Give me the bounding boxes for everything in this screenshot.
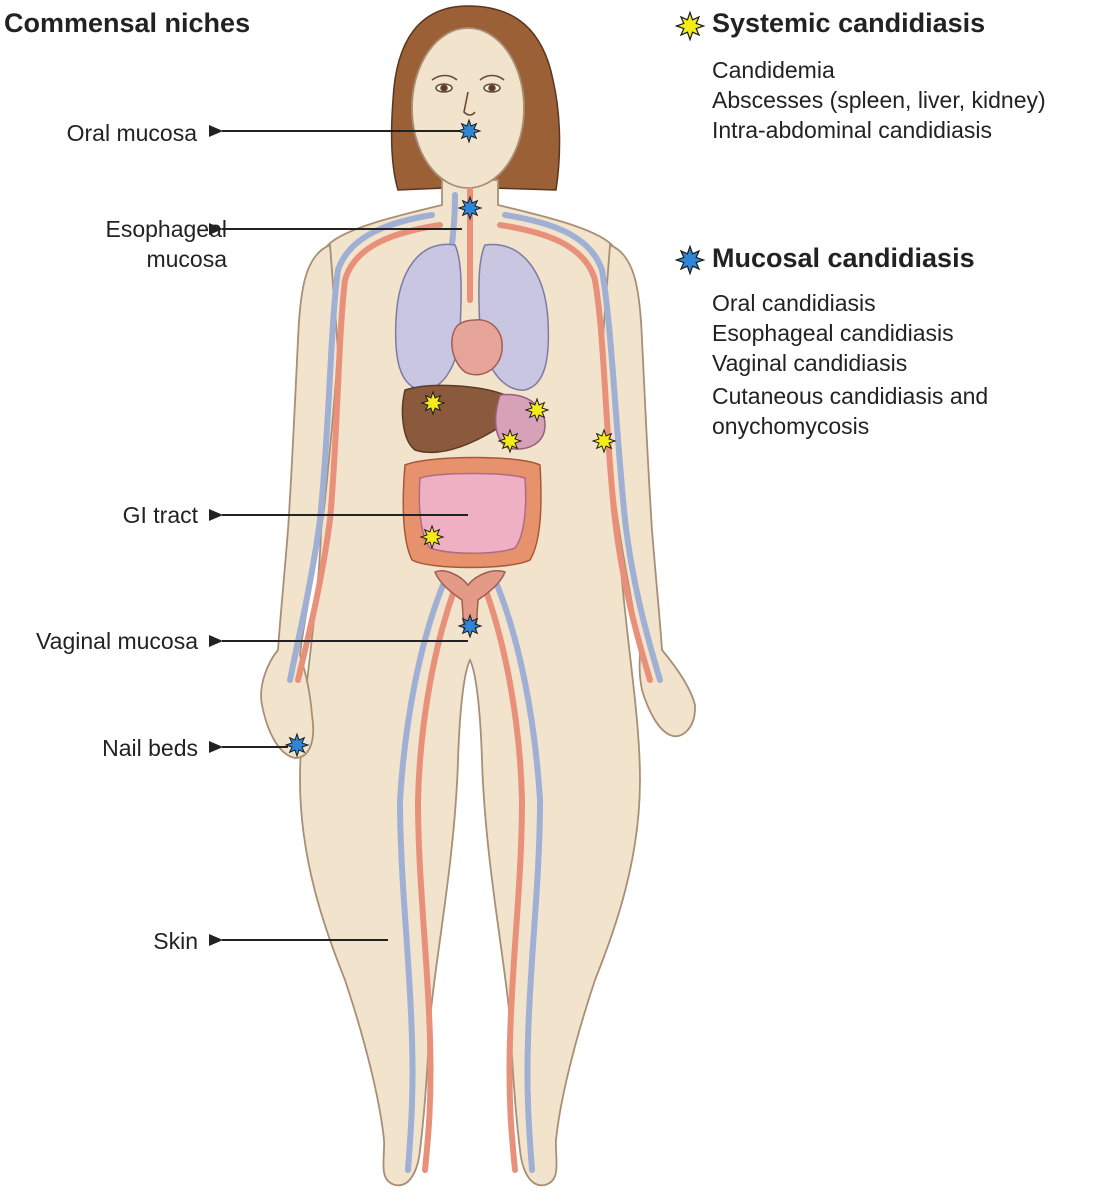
blue-star-icon: [457, 119, 481, 143]
legend-item: Vaginal candidiasis: [712, 350, 908, 376]
heart: [451, 319, 503, 376]
uterus: [434, 570, 506, 631]
organs: [394, 243, 550, 631]
legend-item: Abscesses (spleen, liver, kidney): [712, 87, 1046, 113]
legend-item: Cutaneous candidiasis and: [712, 383, 989, 409]
blue-star-icon: [458, 196, 482, 220]
yellow-star-icon: [420, 525, 444, 549]
legend-item: Esophageal candidiasis: [712, 320, 954, 346]
yellow-star-icon: [592, 429, 616, 453]
page-title: Commensal niches: [4, 8, 251, 38]
niche-label-vaginal-mucosa: Vaginal mucosa: [36, 628, 198, 654]
niche-label-esophageal-mucosa: Esophageal mucosa: [105, 216, 228, 272]
body-silhouette: [260, 27, 696, 1187]
niche-label-oral-mucosa: Oral mucosa: [66, 120, 197, 146]
yellow-star-icon: [675, 11, 705, 41]
blue-star-icon: [285, 733, 309, 757]
legend-title-systemic: Systemic candidiasis: [712, 8, 986, 38]
blue-star-icon: [675, 245, 705, 275]
niche-label-nail-beds: Nail beds: [102, 735, 198, 761]
legend-item: Candidemia: [712, 57, 835, 83]
niche-label-gi-tract: GI tract: [122, 502, 198, 528]
legend-item: Intra-abdominal candidiasis: [712, 117, 992, 143]
face: [431, 74, 505, 116]
legend-item: onychomycosis: [712, 413, 870, 439]
yellow-star-icon: [421, 391, 445, 415]
legend-item: Oral candidiasis: [712, 290, 876, 316]
blood-vessels: [287, 187, 663, 1173]
legend-title-mucosal: Mucosal candidiasis: [712, 243, 975, 273]
yellow-star-icon: [525, 398, 549, 422]
leader-lines: [209, 125, 468, 946]
niche-label-skin: Skin: [153, 928, 198, 954]
yellow-star-icon: [498, 429, 522, 453]
blue-star-icon: [458, 614, 482, 638]
